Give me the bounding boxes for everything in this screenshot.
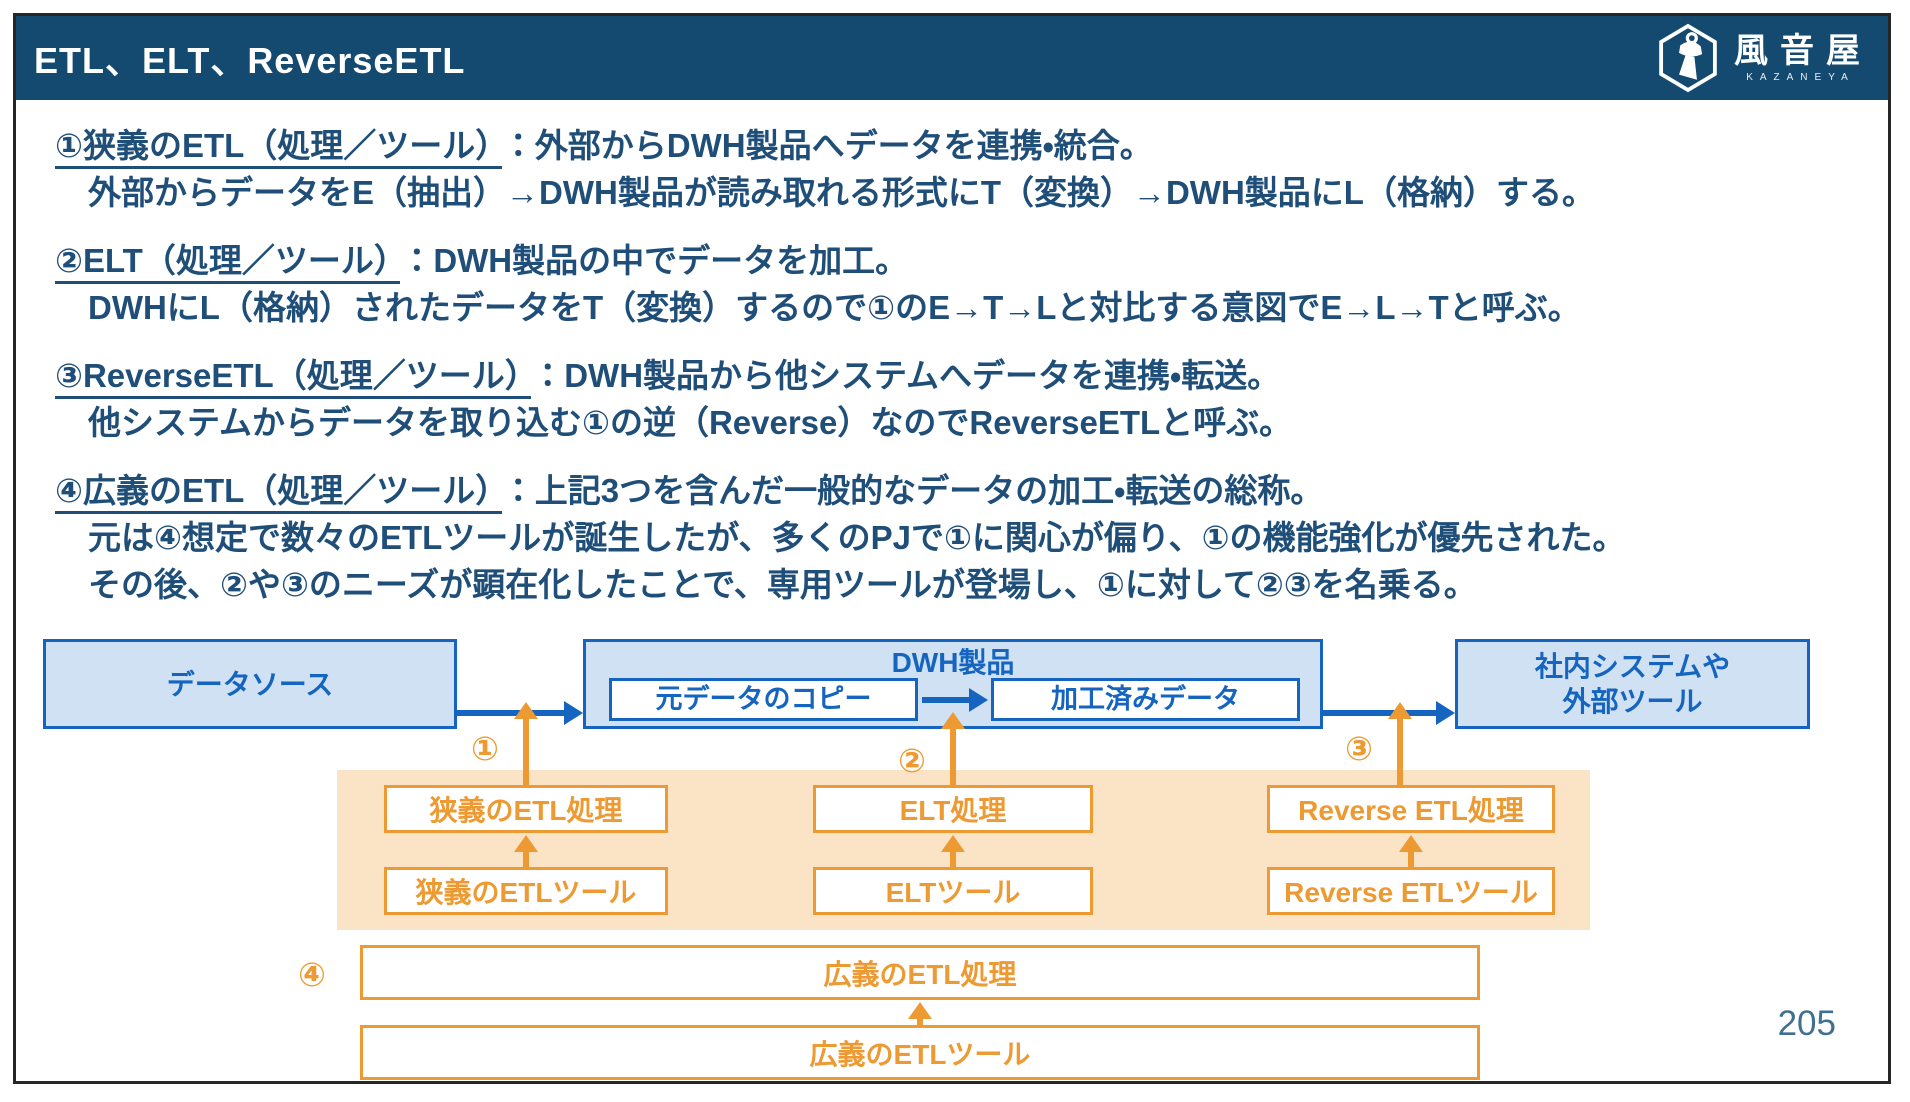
processed-data-box: 加工済みデータ xyxy=(991,678,1300,721)
destination-box: 社内システムや 外部ツール xyxy=(1455,639,1810,729)
definition-paragraph-3: ③ReverseETL（処理／ツール）：DWH製品から他システムへデータを連携・… xyxy=(55,352,1868,446)
broad-etl-process-box: 広義のETL処理 xyxy=(360,945,1480,1000)
heading-underlined-1: ①狭義のETL（処理／ツール） xyxy=(55,127,502,169)
elt-process-box: ELT処理 xyxy=(813,785,1093,833)
logo-text: 風音屋 KAZANEYA xyxy=(1734,34,1860,83)
arrow-dwh-to-destination xyxy=(1323,701,1455,725)
arrow-etl-tool-up xyxy=(513,835,539,867)
heading-rest-3: ：DWH製品から他システムへデータを連携・転送。 xyxy=(531,357,1281,394)
logo-name: 風音屋 xyxy=(1734,31,1872,70)
heading-rest-2: ：DWH製品の中でデータを加工。 xyxy=(400,242,909,279)
narrow-etl-tool-box: 狭義のETLツール xyxy=(384,867,668,915)
page-number: 205 xyxy=(1777,1004,1836,1043)
destination-line1: 社内システムや xyxy=(1534,651,1731,682)
definition-paragraph-1: ①狭義のETL（処理／ツール）：外部からDWH製品へデータを連携・統合。 外部か… xyxy=(55,122,1868,216)
data-source-box: データソース xyxy=(43,639,457,729)
arrow-elt-tool-up xyxy=(940,835,966,867)
definition-line: 元は④想定で数々のETLツールが誕生したが、多くのPJで①に関心が偏り、①の機能… xyxy=(88,519,1626,556)
arrow-source-to-dwh xyxy=(457,701,583,725)
definitions-text: ①狭義のETL（処理／ツール）：外部からDWH製品へデータを連携・統合。 外部か… xyxy=(55,122,1868,629)
label-circle-3: ③ xyxy=(1345,730,1373,767)
narrow-etl-process-box: 狭義のETL処理 xyxy=(384,785,668,833)
heading-rest-4: ：上記3つを含んだ一般的なデータの加工・転送の総称。 xyxy=(501,472,1324,509)
raw-data-copy-box: 元データのコピー xyxy=(609,678,918,721)
definition-heading-1: ①狭義のETL（処理／ツール）：外部からDWH製品へデータを連携・統合。 xyxy=(55,122,1868,169)
definition-line: その後、②や③のニーズが顕在化したことで、専用ツールが登場し、①に対して②③を名… xyxy=(88,566,1477,603)
reverse-etl-process-box: Reverse ETL処理 xyxy=(1267,785,1555,833)
elt-tool-box: ELTツール xyxy=(813,867,1093,915)
heading-underlined-4: ④広義のETL（処理／ツール） xyxy=(55,472,502,514)
arrow-reverse-etl-process-up xyxy=(1387,702,1413,785)
arrow-elt-process-up xyxy=(940,712,966,787)
broad-etl-tool-box: 広義のETLツール xyxy=(360,1025,1480,1080)
definition-line: 外部からデータをE（抽出）→DWH製品が読み取れる形式にT（変換）→DWH製品に… xyxy=(88,174,1595,211)
dwh-product-label: DWH製品 xyxy=(891,647,1015,678)
arrow-copy-to-processed xyxy=(922,688,988,712)
heading-underlined-3: ③ReverseETL（処理／ツール） xyxy=(55,357,532,399)
heading-rest-1: ：外部からDWH製品へデータを連携・統合。 xyxy=(501,127,1153,164)
logo-subtitle: KAZANEYA xyxy=(1746,71,1855,83)
label-circle-2: ② xyxy=(898,742,926,779)
definition-paragraph-4: ④広義のETL（処理／ツール）：上記3つを含んだ一般的なデータの加工・転送の総称… xyxy=(55,467,1868,608)
arrow-reverse-etl-tool-up xyxy=(1398,835,1424,867)
heading-underlined-2: ②ELT（処理／ツール） xyxy=(55,242,401,284)
definition-line: 他システムからデータを取り込む①の逆（Reverse）なのでReverseETL… xyxy=(88,404,1293,441)
arrow-etl-process-up xyxy=(513,702,539,785)
definition-heading-4: ④広義のETL（処理／ツール）：上記3つを含んだ一般的なデータの加工・転送の総称… xyxy=(55,467,1868,514)
slide-header: ETL、ELT、ReverseETL 風音屋 KAZANEYA xyxy=(16,16,1888,100)
definition-paragraph-2: ②ELT（処理／ツール）：DWH製品の中でデータを加工。 DWHにL（格納）され… xyxy=(55,237,1868,331)
slide-title: ETL、ELT、ReverseETL xyxy=(34,40,466,81)
slide: ETL、ELT、ReverseETL 風音屋 KAZANEYA ①狭義のETL（… xyxy=(13,13,1891,1084)
dwh-product-box: DWH製品 元データのコピー 加工済みデータ xyxy=(583,639,1323,729)
wind-chime-hexagon-icon xyxy=(1659,23,1717,93)
definition-heading-3: ③ReverseETL（処理／ツール）：DWH製品から他システムへデータを連携・… xyxy=(55,352,1868,399)
label-circle-4: ④ xyxy=(298,956,326,993)
destination-line2: 外部ツール xyxy=(1562,686,1703,717)
etl-flow-diagram: データソース DWH製品 元データのコピー 加工済みデータ 社内システムや 外部… xyxy=(16,16,1888,1081)
definition-heading-2: ②ELT（処理／ツール）：DWH製品の中でデータを加工。 xyxy=(55,237,1868,284)
arrow-broad-etl-tool-up xyxy=(907,1002,933,1025)
definition-line: DWHにL（格納）されたデータをT（変換）するので①のE→T→Lと対比する意図で… xyxy=(88,289,1581,326)
label-circle-1: ① xyxy=(471,730,499,767)
kazaneya-logo: 風音屋 KAZANEYA xyxy=(1656,23,1860,93)
reverse-etl-tool-box: Reverse ETLツール xyxy=(1267,867,1555,915)
